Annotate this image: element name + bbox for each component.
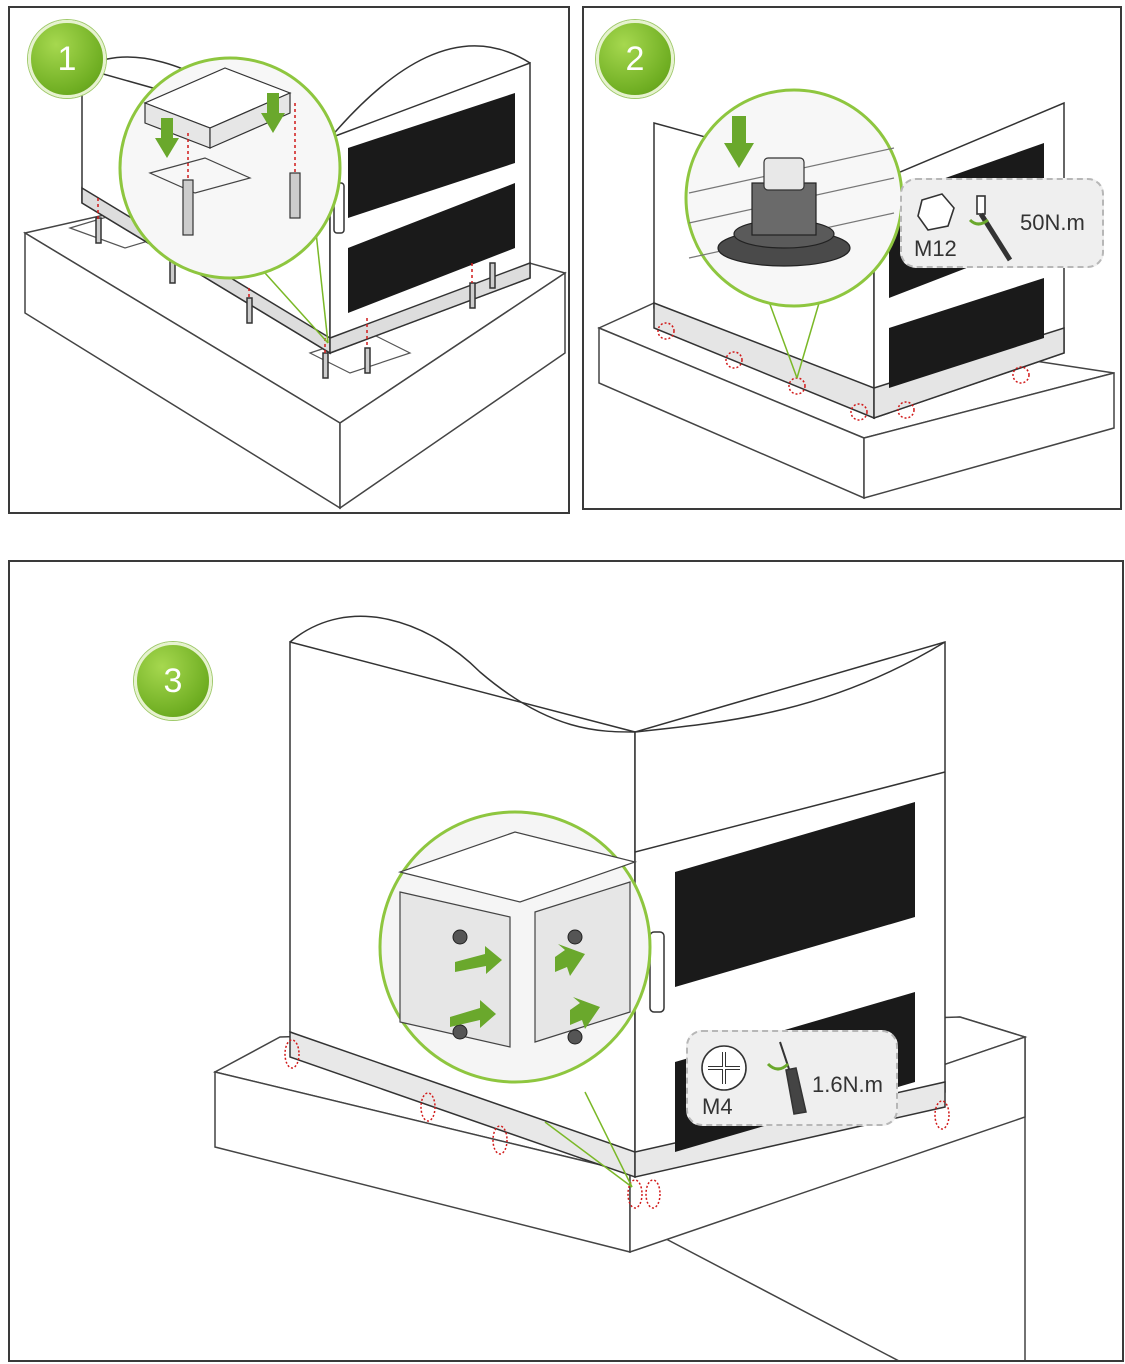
- step-3-panel: 3 M4 1.6N.m: [8, 560, 1124, 1362]
- phillips-screw-icon: [702, 1046, 746, 1090]
- door-handle: [650, 932, 664, 1012]
- hex-bolt-icon: [918, 194, 954, 230]
- zoom-detail-circle: [380, 812, 650, 1082]
- step-3-badge: 3: [134, 642, 212, 720]
- step-1-badge: 1: [28, 20, 106, 98]
- torque-value-label: 1.6N.m: [812, 1072, 883, 1098]
- zoom-detail-circle: [686, 90, 902, 306]
- step-3-torque-callout: M4 1.6N.m: [686, 1030, 898, 1126]
- zoom-detail-circle: [120, 58, 340, 278]
- bolt-size-label: M12: [914, 236, 957, 262]
- step-2-panel: 2 M12 50N.m: [582, 6, 1122, 510]
- screw-size-label: M4: [702, 1094, 733, 1120]
- step-2-badge: 2: [596, 20, 674, 98]
- torque-value-label: 50N.m: [1020, 210, 1085, 236]
- step-1-panel: 1: [8, 6, 570, 514]
- step-2-torque-callout: M12 50N.m: [900, 178, 1104, 268]
- torque-wrench-icon: [970, 196, 1010, 260]
- screwdriver-icon: [768, 1042, 806, 1114]
